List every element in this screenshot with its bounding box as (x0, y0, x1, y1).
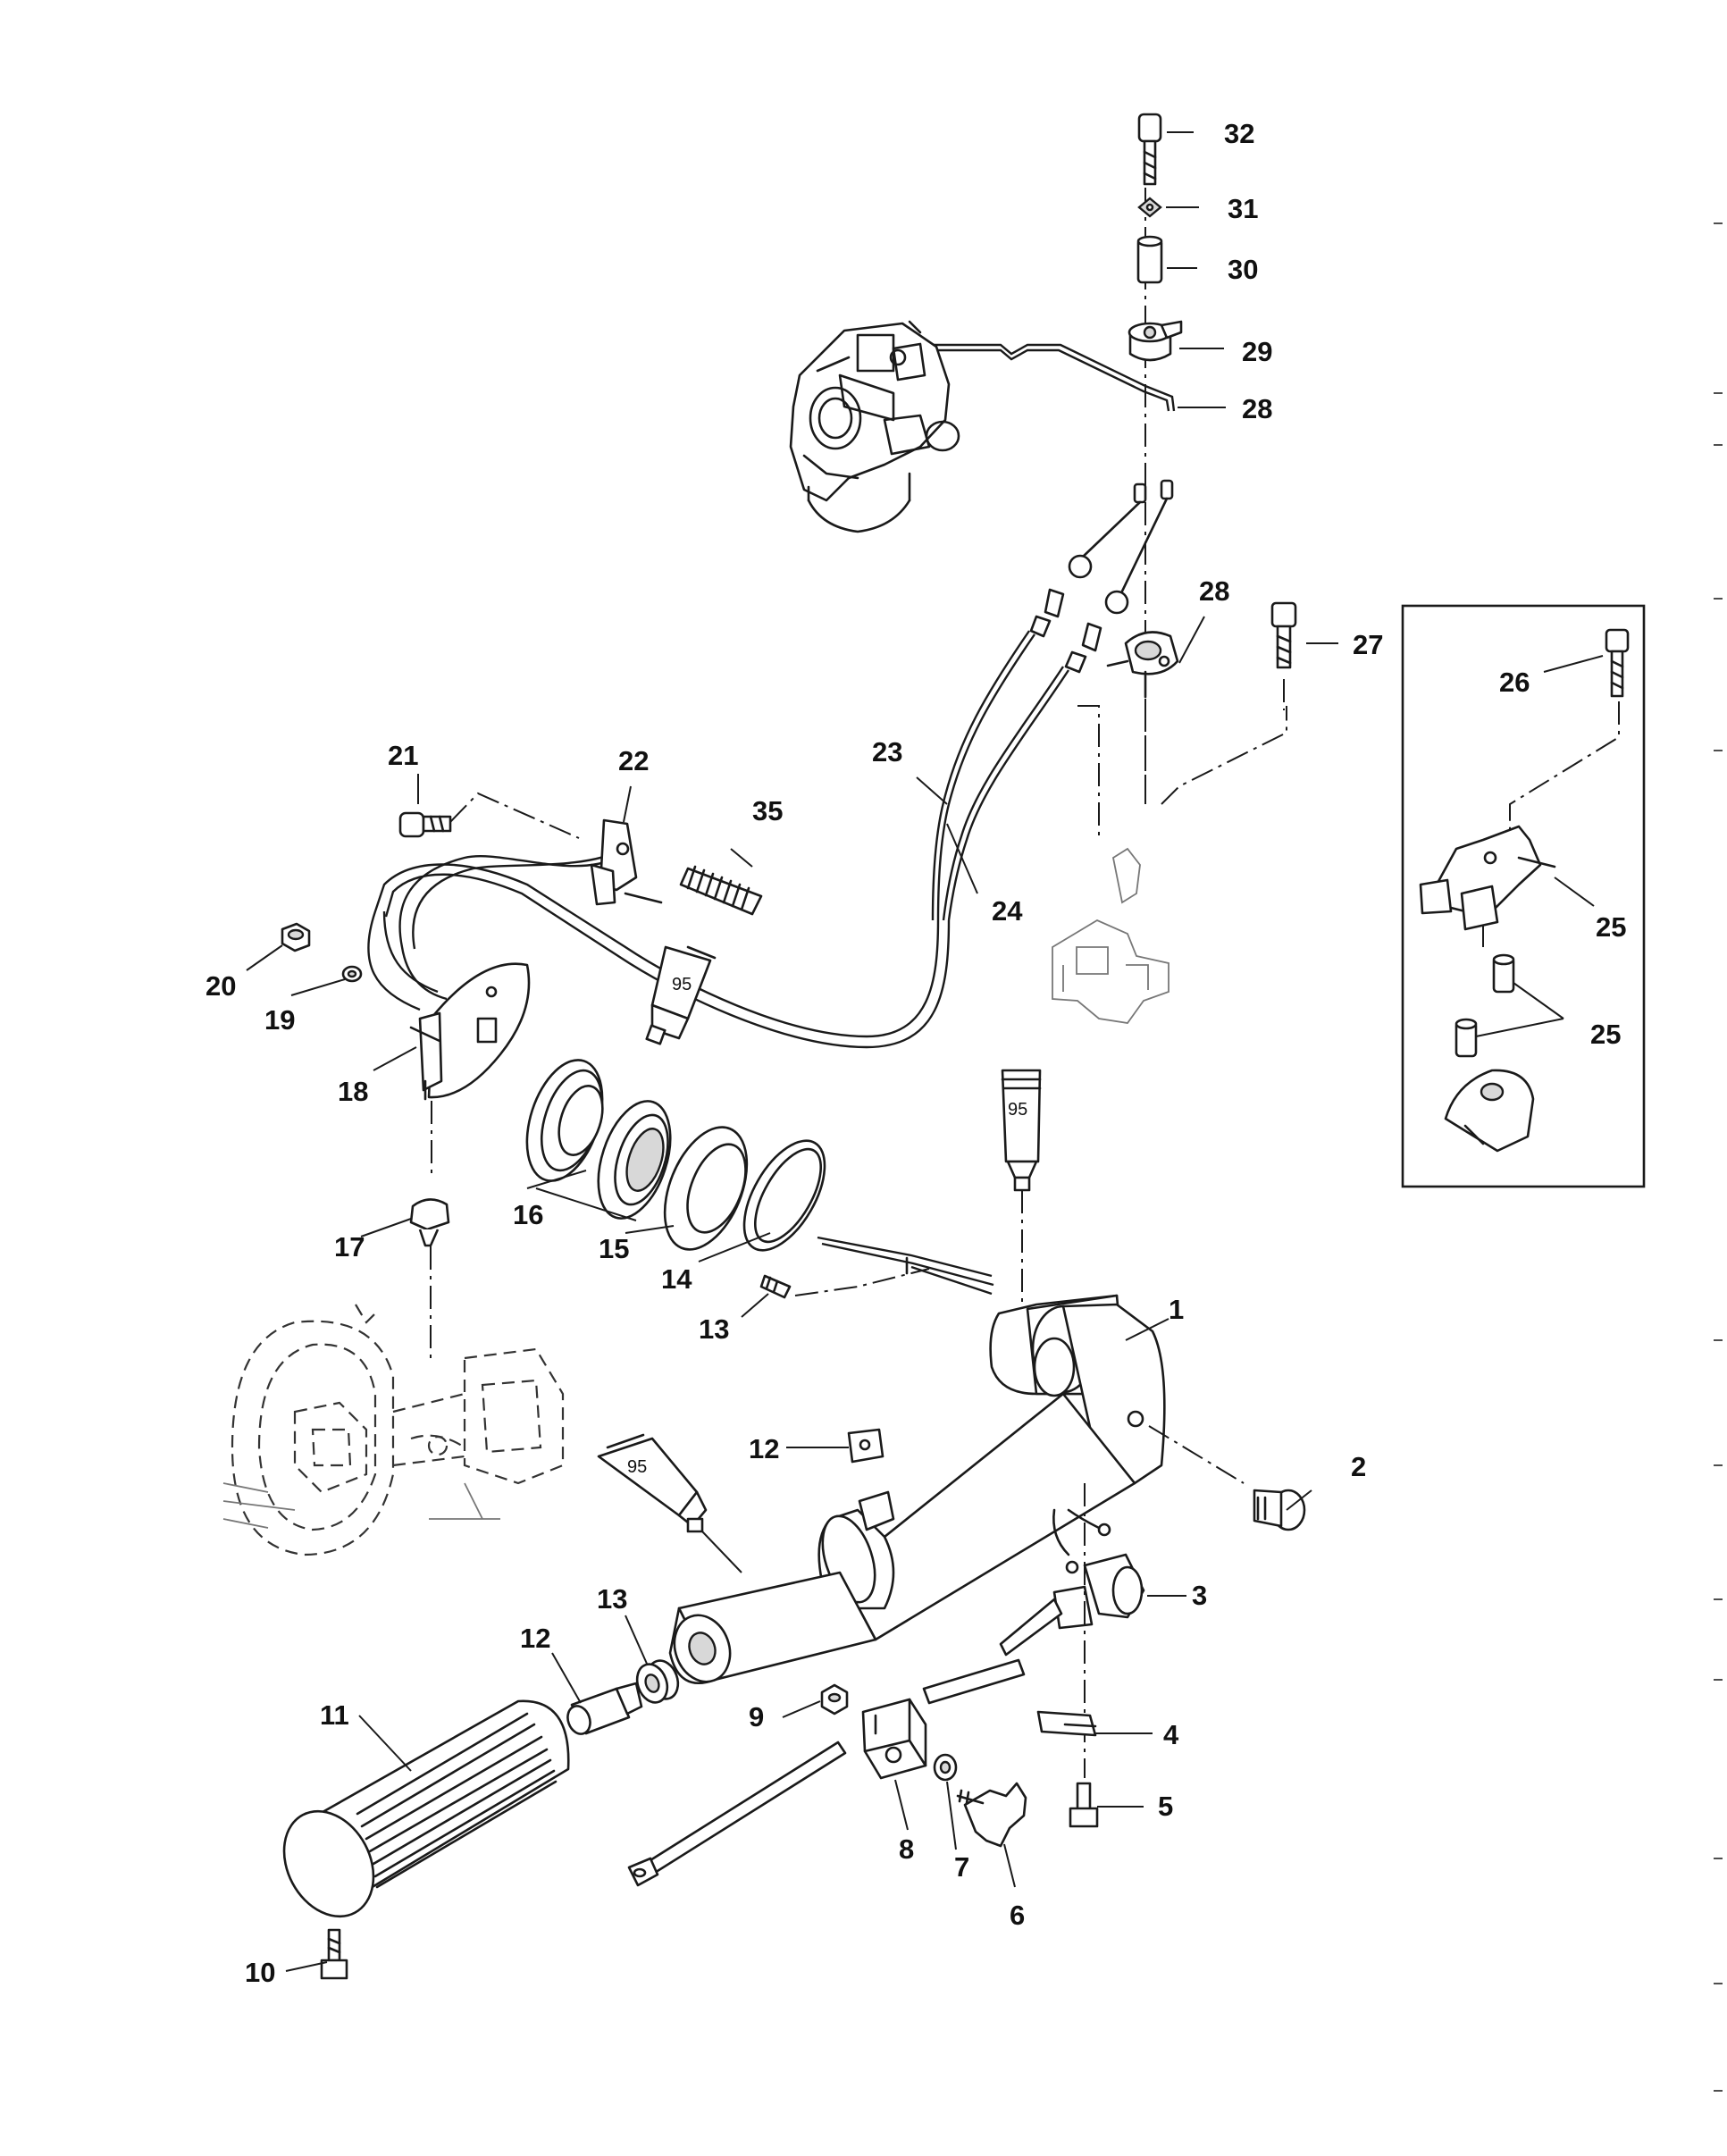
plate-14 (847, 1428, 884, 1464)
phantom-gear-housing (222, 1304, 565, 1556)
callout-22: 20 (205, 970, 236, 1002)
callout-33: 31 (1228, 193, 1258, 224)
carburetor (789, 320, 960, 533)
callout-34: 32 (1224, 118, 1254, 149)
callout-6: 6 (1010, 1900, 1025, 1931)
screw-23 (398, 792, 580, 839)
cable-anchor-29 (1106, 631, 1179, 699)
cable-clamp-24 (590, 818, 663, 906)
callout-15: 13 (699, 1313, 729, 1345)
friction-strip (922, 1658, 1026, 1705)
callout-28-inset: 26 (1499, 667, 1530, 698)
link-rod-30 (911, 343, 1176, 412)
lubricant-tube-upper-label: 95 (672, 975, 692, 994)
lubricant-tube-upper: 95 (645, 945, 717, 1045)
phantom-bracket-upper (1077, 705, 1287, 840)
callout-4: 4 (1163, 1719, 1179, 1750)
callout-20: 18 (338, 1076, 368, 1107)
leader-1 (1125, 1318, 1169, 1341)
callout-17: 15 (599, 1233, 629, 1264)
bracket-plate-20 (409, 962, 531, 1179)
callout-13: 13 (597, 1583, 627, 1615)
callout-35: 35 (752, 795, 783, 826)
callout-19: 17 (334, 1231, 365, 1263)
callout-16: 14 (661, 1263, 692, 1295)
callout-1: 1 (1169, 1294, 1184, 1325)
callout-26: 25 (1590, 1019, 1621, 1050)
callout-24: 22 (618, 745, 649, 776)
page-edge-ticks (1714, 222, 1723, 2092)
push-rivet-19 (409, 1198, 450, 1358)
callout-28: 27 (1353, 629, 1383, 660)
bushing-32 (1136, 235, 1163, 284)
callout-25-upper: 23 (872, 736, 902, 768)
screw-34 (1137, 113, 1162, 186)
grip-11 (282, 1699, 570, 1918)
shoe-4 (1036, 1710, 1097, 1737)
nut-22 (281, 922, 311, 952)
callout-29: 28 (1199, 575, 1229, 607)
bushing-18-second (597, 1100, 672, 1220)
leader-lines (246, 131, 1604, 1972)
knob-6 (956, 1782, 1027, 1848)
ring-17 (663, 1126, 749, 1251)
callout-2: 2 (1351, 1451, 1366, 1482)
inset-panel (1401, 604, 1646, 1188)
spring-35 (679, 865, 763, 916)
callout-12: 12 (520, 1623, 550, 1654)
callout-25-lower: 24 (992, 895, 1023, 927)
phantom-engine-bracket (1052, 847, 1169, 1024)
screw-28 (1270, 601, 1297, 710)
nut-9 (820, 1683, 849, 1716)
callout-21: 19 (264, 1004, 295, 1036)
callout-7: 7 (954, 1851, 969, 1883)
insert-12 (566, 1682, 643, 1735)
clamp-block-8 (861, 1698, 927, 1780)
callout-18: 16 (513, 1199, 543, 1230)
screw-10 (320, 1928, 348, 1980)
lubricant-tube-right: 95 (1001, 1069, 1042, 1313)
callout-10: 10 (245, 1957, 275, 1988)
callout-labels: 32 31 30 29 28 28 27 26 25 25 23 24 35 2… (205, 118, 1626, 1988)
washer-7 (933, 1753, 958, 1782)
bushing-18 (525, 1059, 604, 1182)
callout-5: 5 (1158, 1791, 1173, 1822)
washer-33 (1137, 197, 1162, 218)
lubricant-tube-lower: 95 (597, 1433, 742, 1573)
tiller-handle-1 (668, 1294, 1166, 1685)
callout-23: 21 (388, 740, 418, 771)
callout-9: 9 (749, 1701, 764, 1732)
bushing-13 (635, 1659, 680, 1704)
plug-2 (1148, 1425, 1306, 1531)
throttle-shaft-wires (817, 1236, 994, 1296)
callout-8: 8 (899, 1833, 914, 1865)
ring-16 (742, 1139, 826, 1252)
callout-14: 12 (749, 1433, 779, 1464)
lubricant-tube-lower-label: 95 (627, 1457, 647, 1477)
screw-5 (1069, 1782, 1099, 1828)
washer-21 (341, 965, 363, 983)
throttle-rod (627, 1741, 847, 1887)
callout-27: 25 (1596, 911, 1626, 943)
callout-31: 29 (1242, 336, 1272, 367)
set-screw-15 (759, 1268, 930, 1299)
lubricant-tube-right-label: 95 (1008, 1100, 1027, 1120)
callout-11: 11 (320, 1699, 349, 1731)
callout-3: 3 (1192, 1580, 1207, 1611)
callout-30: 28 (1242, 393, 1272, 424)
friction-assembly-3 (999, 1508, 1145, 1657)
throttle-cables-25 (367, 479, 1174, 1049)
throttle-cam-31 (1128, 320, 1183, 362)
callout-32: 30 (1228, 254, 1258, 285)
